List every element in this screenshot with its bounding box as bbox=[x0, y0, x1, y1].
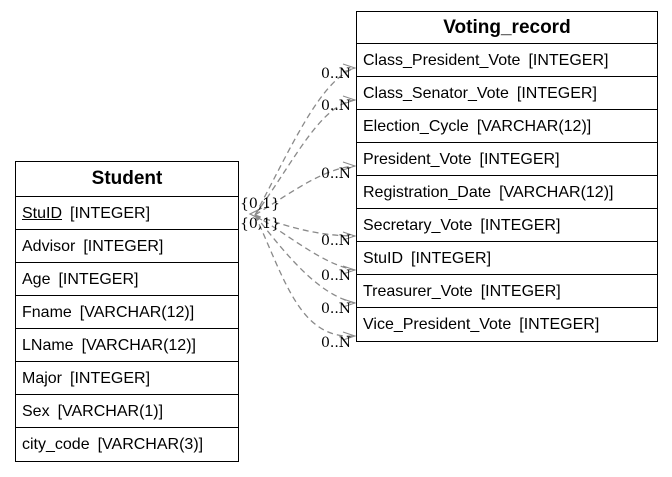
tick bbox=[342, 63, 357, 73]
link-treasurer-vote bbox=[254, 214, 356, 304]
attribute-row[interactable]: StuID [INTEGER] bbox=[16, 197, 238, 230]
attribute-type: [INTEGER] bbox=[479, 151, 560, 168]
attribute-name: Vice_President_Vote bbox=[363, 316, 512, 333]
card-target-7: 0..N bbox=[321, 335, 351, 351]
attribute-name: Class_Senator_Vote bbox=[363, 85, 509, 102]
link-vice-president-vote bbox=[254, 214, 356, 337]
attribute-type: [VARCHAR(1)] bbox=[57, 403, 164, 420]
attribute-name: Class_President_Vote bbox=[363, 52, 521, 69]
attribute-type: [INTEGER] bbox=[480, 283, 561, 300]
card-target-2: 0..N bbox=[321, 98, 351, 114]
entity-title: Student bbox=[16, 162, 238, 197]
attribute-type: [VARCHAR(12)] bbox=[81, 337, 196, 354]
attribute-row[interactable]: President_Vote [INTEGER] bbox=[357, 143, 657, 176]
attribute-type: [VARCHAR(12)] bbox=[476, 118, 592, 135]
tick bbox=[342, 95, 357, 105]
link-class-senator-vote bbox=[254, 99, 356, 216]
tick bbox=[342, 265, 357, 275]
attribute-row[interactable]: LName [VARCHAR(12)] bbox=[16, 329, 238, 362]
attribute-type: [INTEGER] bbox=[411, 250, 492, 267]
attribute-type: [INTEGER] bbox=[480, 217, 561, 234]
attribute-name: LName bbox=[22, 337, 74, 354]
attribute-row[interactable]: Class_President_Vote [INTEGER] bbox=[357, 44, 657, 77]
attribute-type: [VARCHAR(3)] bbox=[97, 436, 204, 453]
attribute-row[interactable]: Advisor [INTEGER] bbox=[16, 230, 238, 263]
card-target-6: 0..N bbox=[321, 301, 351, 317]
link-stuid bbox=[254, 214, 356, 271]
attribute-type: [INTEGER] bbox=[58, 271, 139, 288]
attribute-name: Major bbox=[22, 370, 63, 387]
attribute-name: Sex bbox=[22, 403, 50, 420]
attribute-name: Treasurer_Vote bbox=[363, 283, 473, 300]
link-secretary-vote bbox=[254, 214, 356, 237]
attribute-row[interactable]: Treasurer_Vote [INTEGER] bbox=[357, 275, 657, 308]
attribute-row[interactable]: Registration_Date [VARCHAR(12)] bbox=[357, 176, 657, 209]
attribute-type: [INTEGER] bbox=[70, 370, 151, 387]
entity-student[interactable]: Student StuID[INTEGER] Advisor[INTEGER] … bbox=[15, 161, 239, 462]
attribute-name: Fname bbox=[22, 304, 72, 321]
tick bbox=[342, 298, 357, 308]
attribute-row[interactable]: Sex [VARCHAR(1)] bbox=[16, 395, 238, 428]
attribute-name: Election_Cycle bbox=[363, 118, 469, 135]
attribute-type: [INTEGER] bbox=[519, 316, 600, 333]
card-target-1: 0..N bbox=[321, 66, 351, 82]
attribute-row[interactable]: Major [INTEGER] bbox=[16, 362, 238, 395]
entity-voting-record[interactable]: Voting_record Class_President_Vote [INTEG… bbox=[356, 11, 658, 342]
attribute-row[interactable]: Fname [VARCHAR(12)] bbox=[16, 296, 238, 329]
link-president-vote bbox=[254, 165, 356, 216]
attribute-row[interactable]: city_code [VARCHAR(3)] bbox=[16, 428, 238, 461]
card-source-2: {0,1} bbox=[240, 196, 280, 212]
card-target-4: 0..N bbox=[321, 233, 351, 249]
attribute-row[interactable]: StuID [INTEGER] bbox=[357, 242, 657, 275]
link-class-president-vote bbox=[254, 67, 356, 216]
attribute-name: city_code bbox=[22, 436, 90, 453]
attribute-name: Advisor bbox=[22, 238, 76, 255]
primary-key-name: StuID bbox=[22, 205, 63, 222]
attribute-type: [INTEGER] bbox=[70, 205, 151, 222]
attribute-name: Secretary_Vote bbox=[363, 217, 473, 234]
attribute-type: [INTEGER] bbox=[516, 85, 597, 102]
entity-title: Voting_record bbox=[357, 12, 657, 44]
attribute-type: [VARCHAR(12)] bbox=[499, 184, 614, 201]
tick bbox=[342, 161, 357, 171]
card-target-3: 0..N bbox=[321, 166, 351, 182]
attribute-type: [INTEGER] bbox=[83, 238, 164, 255]
attribute-type: [INTEGER] bbox=[528, 52, 609, 69]
attribute-row[interactable]: Secretary_Vote [INTEGER] bbox=[357, 209, 657, 242]
attribute-name: President_Vote bbox=[363, 151, 472, 168]
attribute-row[interactable]: Age [INTEGER] bbox=[16, 263, 238, 296]
attribute-row[interactable]: Vice_President_Vote [INTEGER] bbox=[357, 308, 657, 341]
attribute-name: Age bbox=[22, 271, 51, 288]
attribute-name: StuID bbox=[363, 250, 404, 267]
tick bbox=[342, 331, 357, 341]
arrowhead bbox=[248, 207, 263, 221]
card-target-5: 0..N bbox=[321, 268, 351, 284]
attribute-name: Registration_Date bbox=[363, 184, 492, 201]
attribute-row[interactable]: Election_Cycle [VARCHAR(12)] bbox=[357, 110, 657, 143]
attribute-row[interactable]: Class_Senator_Vote [INTEGER] bbox=[357, 77, 657, 110]
card-source-4: {0,1} bbox=[240, 216, 280, 232]
tick bbox=[342, 231, 357, 241]
attribute-type: [VARCHAR(12)] bbox=[79, 304, 195, 321]
